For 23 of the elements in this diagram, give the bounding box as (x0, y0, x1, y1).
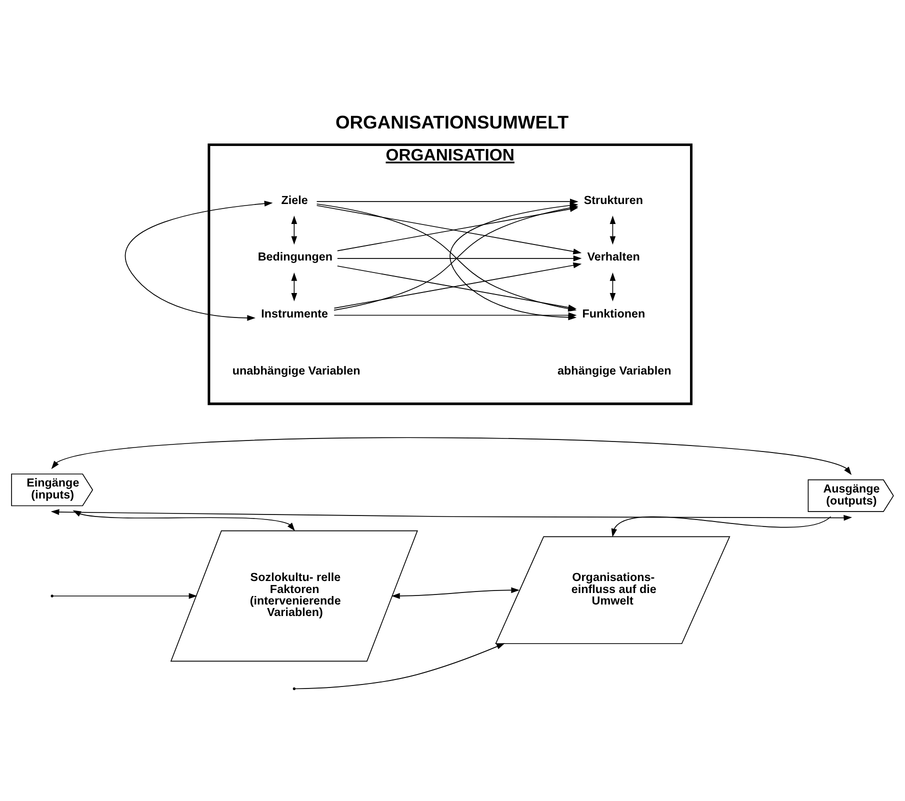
node-text: Strukturen (584, 194, 643, 207)
arrow (291, 216, 298, 245)
arrow (50, 509, 852, 521)
arrow (392, 587, 520, 599)
arrow (337, 255, 582, 262)
node-text: Funktionen (582, 307, 646, 320)
arrow (610, 216, 616, 245)
node-text: Bedingungen (258, 250, 333, 264)
label: abhängige Variablen (558, 364, 672, 378)
arrow (294, 643, 505, 690)
arrow (72, 510, 295, 531)
label: unabhängige Variablen (232, 364, 360, 378)
node-text: Ziele (281, 194, 308, 207)
arrow (291, 272, 298, 302)
arrow (51, 437, 852, 475)
node-text: Verhalten (587, 250, 640, 264)
diagram-title: ORGANISATIONSUMWELT (336, 112, 569, 133)
arrow (316, 198, 578, 205)
node-text: Instrumente (261, 307, 328, 320)
arrow (125, 200, 273, 321)
arrow (611, 516, 832, 538)
arrow (610, 272, 616, 302)
arrow (52, 593, 198, 599)
